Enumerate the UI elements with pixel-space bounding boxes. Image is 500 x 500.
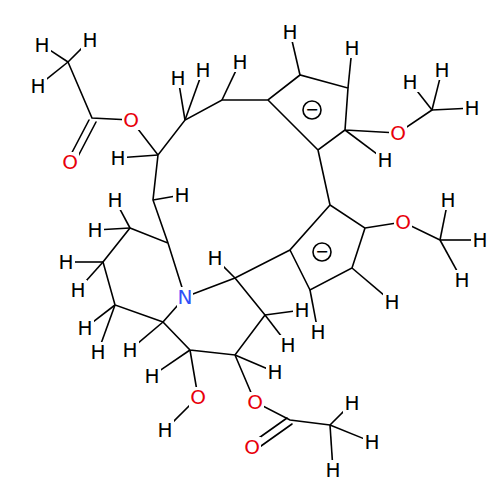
- atom-label: O: [389, 123, 407, 143]
- atom-label: H: [463, 98, 480, 118]
- h-bond: [310, 290, 316, 323]
- atom-label: H: [363, 432, 380, 452]
- atom-label: H: [279, 335, 296, 355]
- atom-label: H: [29, 76, 46, 96]
- atom-label: O: [61, 152, 79, 172]
- h-bond: [75, 261, 103, 263]
- atom-label: N: [177, 287, 194, 307]
- atom-label: H: [86, 220, 103, 240]
- atom-label: O: [189, 387, 207, 407]
- atom-label: H: [266, 362, 283, 382]
- atom-label: H: [281, 22, 298, 42]
- charge-sign: −: [314, 242, 329, 262]
- h-bond: [235, 355, 267, 368]
- atom-label: H: [376, 150, 393, 170]
- h-bond: [416, 89, 432, 110]
- h-bond: [265, 311, 293, 315]
- h-bond: [159, 350, 190, 371]
- h-bond: [104, 228, 130, 229]
- atom-label: H: [439, 190, 456, 210]
- bond-lines: [67, 62, 440, 451]
- atom-label: H: [89, 342, 106, 362]
- atom-label: O: [122, 110, 140, 130]
- atom-label: H: [121, 340, 138, 360]
- h-bond: [432, 79, 440, 110]
- h-bond: [45, 62, 68, 80]
- atom-label: H: [81, 30, 98, 50]
- h-bond: [101, 305, 115, 344]
- h-bond: [330, 425, 332, 461]
- atom-label: H: [169, 68, 186, 88]
- h-bond: [84, 262, 103, 283]
- atom-label: H: [109, 148, 126, 168]
- h-bond: [432, 108, 463, 110]
- h-bond: [292, 41, 300, 75]
- atom-label: H: [231, 52, 248, 72]
- atom-label: H: [173, 185, 190, 205]
- h-bond: [127, 155, 158, 157]
- atom-label: O: [243, 437, 261, 457]
- h-bond: [330, 425, 364, 439]
- h-bond: [345, 130, 378, 155]
- atom-label: H: [143, 366, 160, 386]
- atom-label: H: [383, 292, 400, 312]
- atom-label: O: [246, 392, 264, 412]
- atom-label: H: [156, 420, 173, 440]
- atom-label: H: [433, 60, 450, 80]
- atom-label: H: [69, 280, 86, 300]
- h-bond: [137, 322, 163, 344]
- atom-label: H: [324, 460, 341, 480]
- h-bond: [179, 87, 185, 120]
- h-bond: [185, 78, 200, 120]
- atom-label: H: [33, 35, 50, 55]
- h-bond: [153, 197, 173, 200]
- h-bond: [348, 57, 351, 88]
- h-bond: [440, 240, 458, 272]
- h-bond: [440, 209, 446, 240]
- atom-label: H: [106, 190, 123, 210]
- atom-label: H: [401, 72, 418, 92]
- atom-label: H: [194, 60, 211, 80]
- h-bond: [440, 239, 471, 241]
- atom-label: H: [453, 270, 470, 290]
- h-bond: [50, 50, 68, 62]
- atom-label: H: [343, 393, 360, 413]
- atom-label: O: [394, 212, 412, 232]
- atom-label: H: [471, 230, 488, 250]
- atom-label: H: [57, 252, 74, 272]
- atom-label: H: [343, 38, 360, 58]
- h-bond: [352, 268, 385, 296]
- charge-sign: −: [304, 100, 319, 120]
- atom-label: H: [206, 248, 223, 268]
- atom-label: H: [76, 318, 93, 338]
- atom-label: H: [309, 322, 326, 342]
- h-bond: [119, 208, 130, 228]
- h-bond: [222, 70, 236, 100]
- atom-label: H: [293, 300, 310, 320]
